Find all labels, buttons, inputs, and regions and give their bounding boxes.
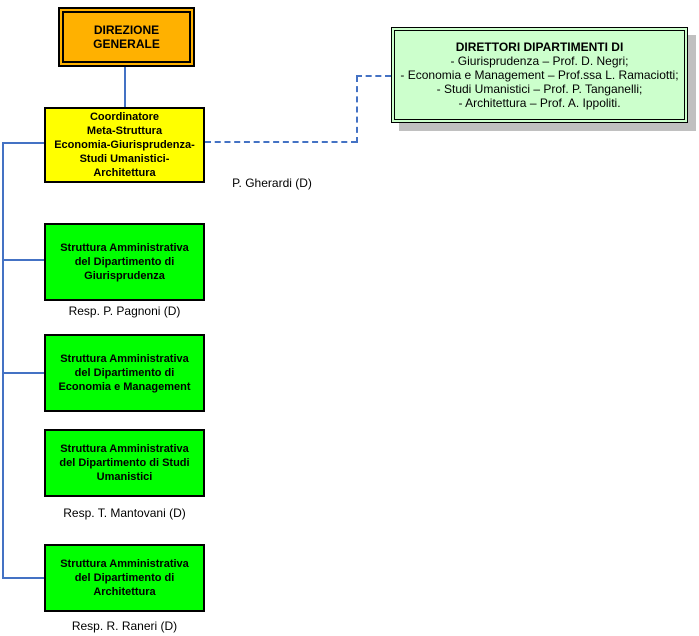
connector-left-rail xyxy=(2,142,4,579)
direttori-title: DIRETTORI DIPARTIMENTI DI xyxy=(455,40,624,54)
label-resp-raneri: Resp. R. Raneri (D) xyxy=(71,619,178,633)
direttori-item-architettura: - Architettura – Prof. A. Ippoliti. xyxy=(458,96,621,110)
connector-stub-giurisprudenza xyxy=(2,259,44,261)
node-struttura-studi-umanistici: Struttura Amministrativa del Dipartiment… xyxy=(44,429,205,497)
connector-dashed-vertical xyxy=(356,76,358,143)
node-coordinatore-meta-struttura: Coordinatore Meta-Struttura Economia-Giu… xyxy=(44,107,205,183)
connector-stub-coordinatore xyxy=(2,142,44,144)
node-direttori-dipartimenti: DIRETTORI DIPARTIMENTI DI - Giurispruden… xyxy=(391,27,688,123)
label-resp-mantovani: Resp. T. Mantovani (D) xyxy=(63,506,186,520)
node-struttura-architettura: Struttura Amministrativa del Dipartiment… xyxy=(44,544,205,612)
connector-direzione-coordinatore xyxy=(124,66,126,108)
connector-dashed-horizontal-upper xyxy=(356,75,391,77)
direttori-item-economia: - Economia e Management – Prof.ssa L. Ra… xyxy=(400,68,679,82)
node-direzione-generale: DIREZIONE GENERALE xyxy=(58,7,195,67)
connector-dashed-horizontal-lower xyxy=(205,141,357,143)
direttori-item-studi-umanistici: - Studi Umanistici – Prof. P. Tanganelli… xyxy=(436,82,643,96)
node-struttura-economia: Struttura Amministrativa del Dipartiment… xyxy=(44,334,205,412)
label-manager-gherardi: P. Gherardi (D) xyxy=(232,176,312,190)
connector-stub-architettura xyxy=(2,577,44,579)
connector-stub-economia xyxy=(2,372,44,374)
label-resp-pagnoni: Resp. P. Pagnoni (D) xyxy=(68,304,181,318)
node-struttura-giurisprudenza: Struttura Amministrativa del Dipartiment… xyxy=(44,223,205,301)
direttori-item-giurisprudenza: - Giurisprudenza – Prof. D. Negri; xyxy=(450,54,629,68)
